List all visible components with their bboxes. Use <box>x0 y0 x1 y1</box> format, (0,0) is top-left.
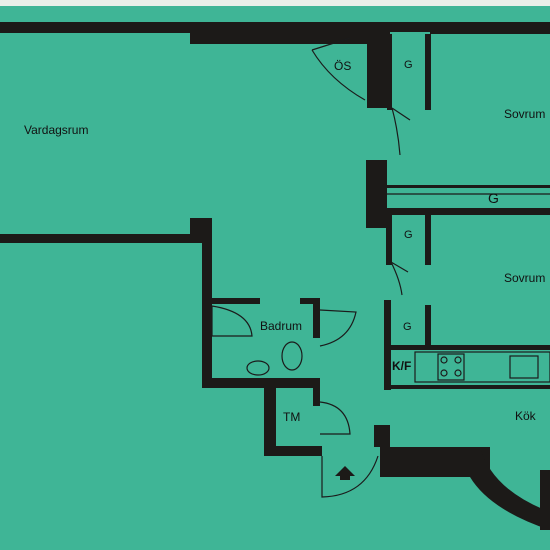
wardrobe-lower-left-wall <box>384 300 391 345</box>
bathroom-bottom-wall <box>202 378 320 388</box>
shower-corner <box>211 305 253 337</box>
top-outer-wall <box>0 22 190 33</box>
room-label-badrum: Badrum <box>260 319 303 333</box>
room-label-kf: K/F <box>392 359 412 373</box>
kitchen-curved-wall <box>470 447 550 530</box>
wardrobe-mid-right-wall <box>425 215 431 265</box>
wardrobe-mid-left-wall <box>386 215 392 265</box>
stove-burner-4 <box>454 369 462 377</box>
entrance-door-swing <box>321 455 379 498</box>
sink <box>246 360 270 376</box>
wardrobe-mid-door-swing <box>390 261 409 296</box>
tm-left-wall <box>264 388 276 456</box>
stove-burner-3 <box>440 369 448 377</box>
hall-left-pillar-top <box>367 22 387 108</box>
bathroom-door-swing <box>319 309 357 347</box>
kitchen-sink <box>509 355 539 379</box>
bathroom-top-wall-right <box>300 298 320 304</box>
room-label-sovrum-top: Sovrum <box>504 107 546 121</box>
top-outer-wall-thick <box>190 22 390 44</box>
stove <box>437 353 465 381</box>
room-label-sovrum-bottom: Sovrum <box>504 271 546 285</box>
bedroom-divider-upper <box>387 185 550 188</box>
living-room-lower-wall <box>0 234 192 243</box>
kitchen-right-wall-bottom <box>540 470 550 530</box>
kf-left-wall <box>384 345 391 390</box>
tm-door-swing <box>319 401 351 435</box>
bedroom-divider-lower <box>387 208 550 215</box>
toilet <box>281 341 303 371</box>
stove-burner-2 <box>454 356 462 364</box>
room-label-wardrobe-mid: G <box>404 229 413 241</box>
right-room-top-wall <box>430 22 550 34</box>
kitchen-counter-bottom-wall <box>384 385 550 389</box>
room-label-tm: TM <box>283 410 301 424</box>
tm-bottom-wall <box>264 446 322 456</box>
room-label-kok: Kök <box>515 409 536 423</box>
fixtures <box>211 37 550 498</box>
kitchen-bottom-wall-left <box>380 447 490 477</box>
os-door-swing <box>311 37 366 101</box>
kitchen-top-wall <box>387 345 550 350</box>
room-label-wardrobe-hall: G <box>488 190 499 206</box>
tm-right-wall <box>313 388 320 406</box>
room-label-os: ÖS <box>334 59 352 73</box>
walls <box>0 22 550 530</box>
hall-right-pillar <box>366 160 387 228</box>
kitchen-counter <box>414 351 550 383</box>
entrance-arrow-icon <box>335 466 355 480</box>
room-label-wardrobe-lower: G <box>403 321 412 333</box>
wardrobe-top-left-wall <box>387 34 392 110</box>
room-label-wardrobe-top: G <box>404 59 413 71</box>
room-label-vardagsrum: Vardagsrum <box>24 123 89 137</box>
bathroom-top-wall <box>212 298 260 304</box>
bathroom-right-wall <box>313 298 320 338</box>
wardrobe-lower-right-wall <box>425 305 431 345</box>
stove-burner-1 <box>440 356 448 364</box>
central-vertical-wall <box>202 218 212 388</box>
hall-bottom-left-pillar <box>374 425 390 447</box>
wardrobe-top-right-wall <box>425 34 431 110</box>
wardrobe-top-door-swing <box>391 107 411 156</box>
